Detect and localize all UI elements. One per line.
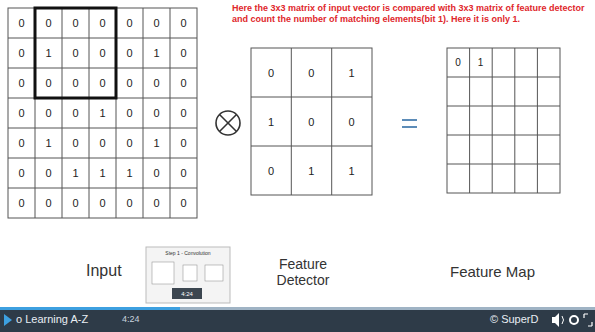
input-cell: 0	[143, 158, 170, 188]
input-cell: 0	[8, 68, 35, 98]
input-cell: 0	[143, 188, 170, 218]
detector-cell: 0	[332, 97, 372, 146]
input-cell: 0	[8, 38, 35, 68]
detector-grid	[251, 48, 372, 195]
player-bar	[0, 309, 595, 332]
feature-map-cell: 1	[470, 48, 492, 77]
input-cell: 0	[170, 128, 197, 158]
input-cell: 0	[116, 188, 143, 218]
equals-symbol	[402, 120, 417, 127]
feature-map-grid	[447, 48, 560, 193]
input-cell: 1	[35, 38, 62, 68]
detector-cell: 0	[251, 146, 291, 195]
input-cell: 0	[8, 128, 35, 158]
input-cell: 0	[62, 8, 89, 38]
convolution-symbol	[216, 111, 240, 135]
detector-cell: 0	[291, 97, 331, 146]
detector-cell: 1	[332, 48, 372, 97]
input-cell: 0	[8, 188, 35, 218]
input-cell: 0	[62, 68, 89, 98]
detector-cell: 0	[251, 48, 291, 97]
input-cell: 0	[62, 188, 89, 218]
grid-title: Feature Map	[450, 263, 535, 280]
input-cell: 0	[89, 68, 116, 98]
input-cell: 0	[89, 38, 116, 68]
input-cell: 0	[116, 98, 143, 128]
detector-cell: 1	[251, 97, 291, 146]
input-cell: 0	[89, 8, 116, 38]
time-stamp: 4:24	[122, 314, 140, 324]
input-cell: 0	[89, 188, 116, 218]
input-cell: 0	[170, 68, 197, 98]
window-highlight	[35, 8, 116, 98]
input-grid	[8, 8, 197, 218]
input-cell: 0	[143, 8, 170, 38]
input-cell: 0	[35, 98, 62, 128]
input-cell: 0	[170, 158, 197, 188]
progress-track	[0, 307, 595, 310]
input-cell: 1	[116, 158, 143, 188]
input-cell: 1	[143, 128, 170, 158]
input-cell: 0	[116, 68, 143, 98]
input-cell: 0	[62, 128, 89, 158]
input-cell: 0	[116, 128, 143, 158]
watermark: © SuperD	[490, 313, 538, 325]
grid-title: Feature Detector	[258, 256, 348, 288]
thumbnail-time: 4:24	[172, 288, 202, 299]
input-cell: 0	[116, 38, 143, 68]
thumbnail-preview	[146, 247, 230, 303]
input-cell: 0	[8, 158, 35, 188]
input-cell: 0	[143, 98, 170, 128]
feature-map-cell: 0	[447, 48, 469, 77]
thumbnail-title: Step 1 - Convolution	[148, 250, 228, 256]
input-cell: 0	[89, 128, 116, 158]
input-cell: 1	[143, 38, 170, 68]
progress-fill	[0, 307, 180, 310]
note-text: Here the 3x3 matrix of input vector is c…	[232, 3, 592, 25]
input-cell: 0	[170, 188, 197, 218]
input-cell: 0	[170, 38, 197, 68]
detector-cell: 1	[332, 146, 372, 195]
input-cell: 0	[8, 98, 35, 128]
input-cell: 1	[62, 158, 89, 188]
input-cell: 0	[62, 38, 89, 68]
detector-cell: 1	[291, 146, 331, 195]
input-cell: 0	[35, 68, 62, 98]
input-cell: 1	[89, 98, 116, 128]
play-icon	[4, 314, 12, 326]
input-cell: 0	[170, 8, 197, 38]
detector-cell: 0	[291, 48, 331, 97]
input-cell: 0	[170, 98, 197, 128]
input-cell: 0	[116, 8, 143, 38]
course-title: o Learning A-Z	[16, 313, 88, 325]
input-cell: 1	[35, 128, 62, 158]
input-cell: 1	[89, 158, 116, 188]
input-cell: 0	[35, 188, 62, 218]
input-cell: 0	[143, 68, 170, 98]
input-cell: 0	[35, 158, 62, 188]
input-cell: 0	[35, 8, 62, 38]
input-cell: 0	[62, 98, 89, 128]
grid-title: Input	[86, 262, 122, 280]
input-cell: 0	[8, 8, 35, 38]
player-icons	[552, 313, 592, 327]
